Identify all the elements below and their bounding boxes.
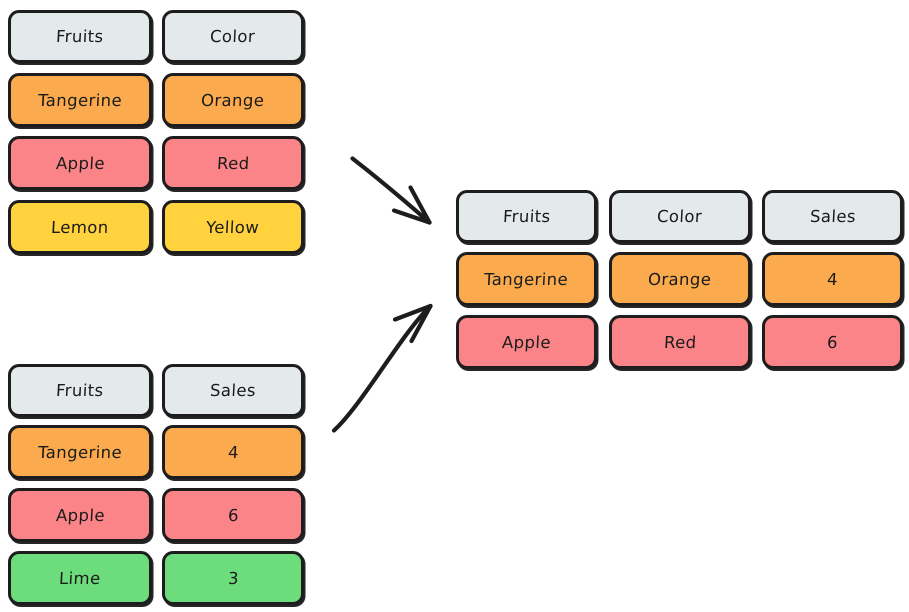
cell-text: Red xyxy=(216,153,250,173)
table-row: 3 xyxy=(162,551,304,605)
cell-text: Sales xyxy=(809,207,856,226)
table-header-cell: Sales xyxy=(762,190,903,243)
cell-text: 3 xyxy=(227,568,239,588)
table-header-cell: Color xyxy=(609,190,751,243)
cell-text: Lemon xyxy=(50,217,110,237)
cell-text: Apple xyxy=(501,332,552,352)
table-header-cell: Color xyxy=(162,10,304,63)
table-header-cell: Sales xyxy=(162,364,304,417)
table-row: 4 xyxy=(162,425,304,479)
cell-text: Sales xyxy=(209,381,257,400)
arrow-top-to-result xyxy=(350,156,432,225)
cell-text: Fruits xyxy=(55,381,105,400)
cell-text: Color xyxy=(209,27,257,46)
table-row: Tangerine xyxy=(456,252,597,306)
cell-text: 6 xyxy=(826,332,839,352)
table-row: Yellow xyxy=(162,200,304,254)
table-row: 4 xyxy=(762,252,903,306)
cell-text: Yellow xyxy=(205,217,261,237)
cell-text: Orange xyxy=(200,90,266,110)
cell-text: Color xyxy=(656,207,704,226)
cell-text: Tangerine xyxy=(37,90,123,110)
table-row: Orange xyxy=(609,252,751,306)
table-header-cell: Fruits xyxy=(8,364,152,417)
cell-text: Lime xyxy=(58,568,102,588)
table-row: Red xyxy=(162,136,304,190)
table-row: Red xyxy=(609,315,751,369)
arrow-bottom-to-result xyxy=(331,303,433,433)
table-row: Tangerine xyxy=(8,73,152,127)
cell-text: Orange xyxy=(647,269,713,289)
cell-text: 4 xyxy=(826,269,839,289)
table-row: Lemon xyxy=(8,200,152,254)
table-header-cell: Fruits xyxy=(456,190,597,243)
cell-text: Tangerine xyxy=(37,442,123,462)
table-row: Lime xyxy=(8,551,152,605)
cell-text: Fruits xyxy=(502,207,551,226)
table-row: Apple xyxy=(456,315,597,369)
table-row: Tangerine xyxy=(8,425,152,479)
table-row: Orange xyxy=(162,73,304,127)
cell-text: Red xyxy=(663,332,697,352)
table-row: 6 xyxy=(762,315,903,369)
table-header-cell: Fruits xyxy=(8,10,152,63)
cell-text: Apple xyxy=(55,153,105,173)
cell-text: 6 xyxy=(227,505,239,525)
cell-text: Fruits xyxy=(55,27,105,46)
table-row: Apple xyxy=(8,488,152,542)
table-row: Apple xyxy=(8,136,152,190)
cell-text: Apple xyxy=(55,505,105,525)
cell-text: 4 xyxy=(227,442,239,462)
table-row: 6 xyxy=(162,488,304,542)
cell-text: Tangerine xyxy=(483,269,570,289)
